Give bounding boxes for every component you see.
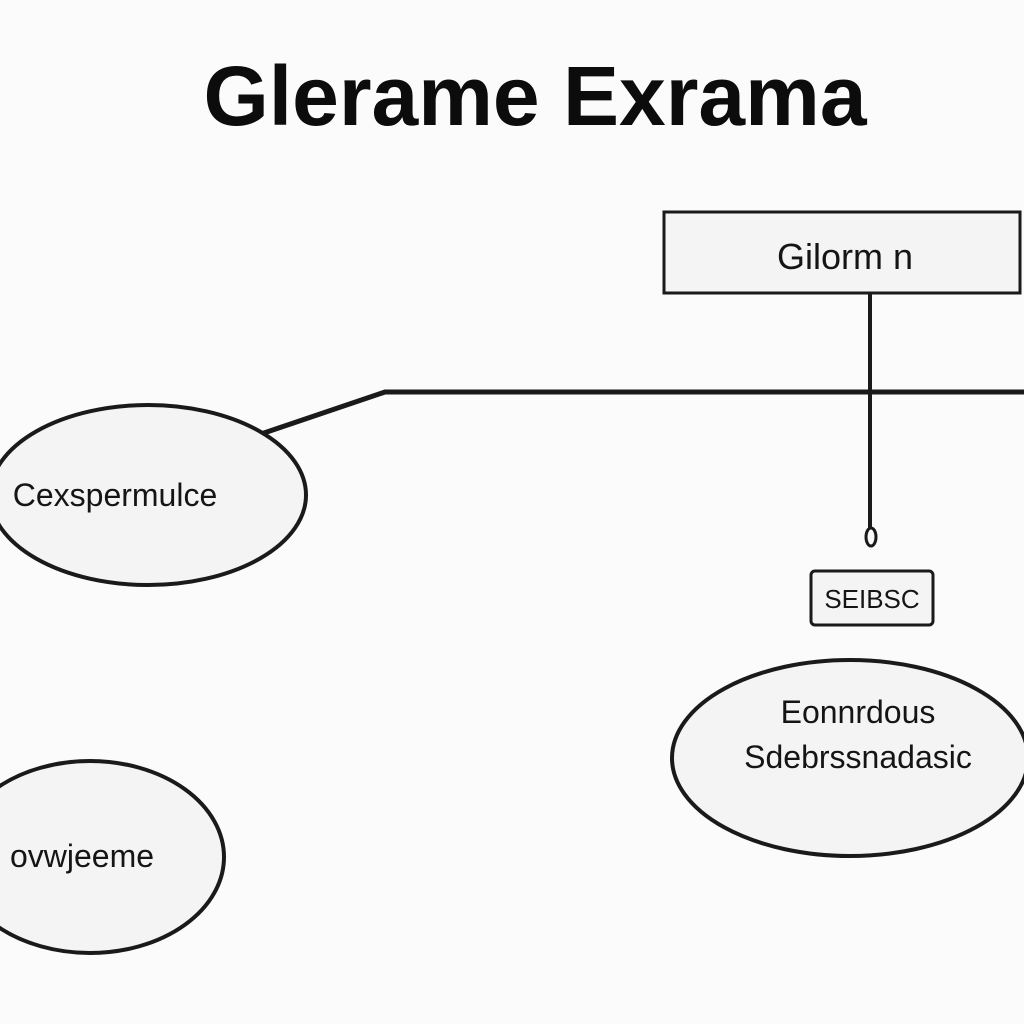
- small-box-label: SEIBSC: [824, 584, 919, 614]
- top-box: [662, 210, 1022, 295]
- ellipse-right-lower-line1: Eonnrdous: [781, 694, 936, 730]
- ellipse-left-lower-label: ovwjeeme: [10, 838, 154, 874]
- connector-endpoint-knob: [864, 526, 878, 548]
- top-box-label: Gilorm n: [777, 236, 913, 277]
- diagram-title: Glerame Exrama: [203, 49, 867, 143]
- ellipse-left-lower: [0, 759, 226, 955]
- small-box: [809, 569, 935, 627]
- ellipse-right-lower-line2: Sdebrssnadasic: [744, 739, 972, 775]
- ellipse-left-upper-label: Cexspermulce: [13, 477, 218, 513]
- ellipse-right-lower: [670, 658, 1024, 858]
- connector-line-horizontal: [257, 389, 1024, 438]
- ellipse-left-upper: [0, 403, 308, 587]
